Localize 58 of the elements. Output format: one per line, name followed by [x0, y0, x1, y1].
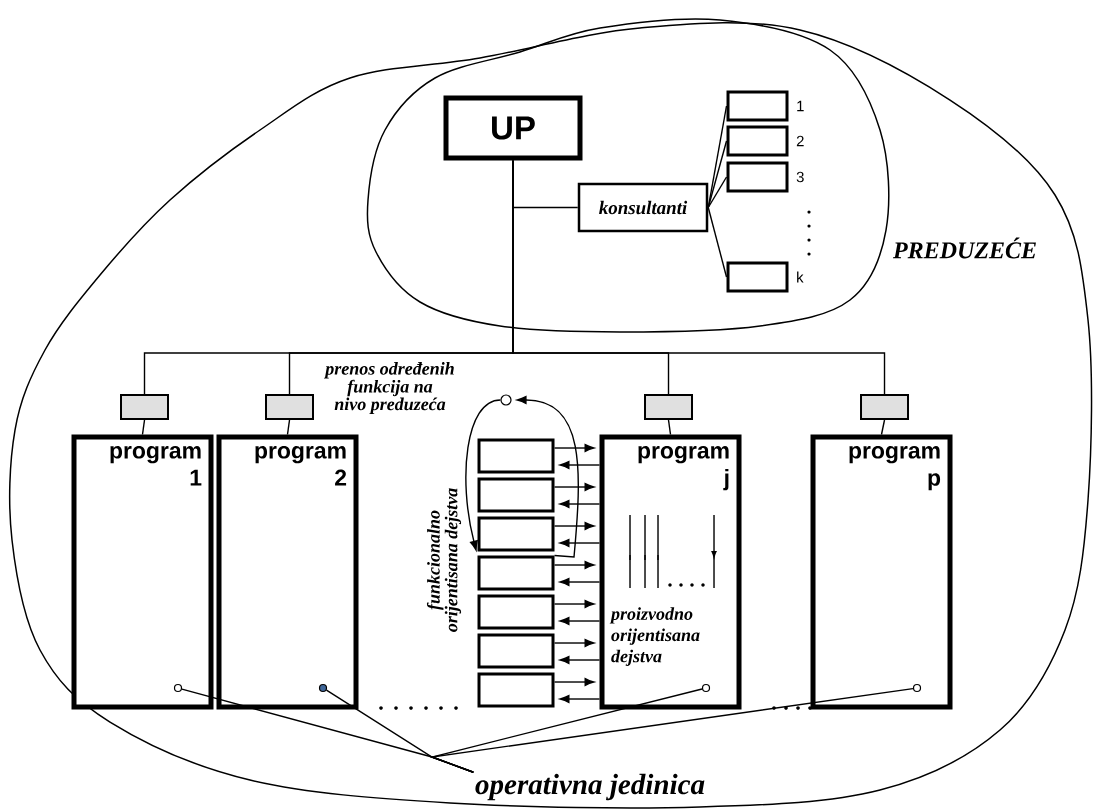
program-box: program 1 [71, 434, 214, 710]
unit-point [173, 683, 183, 693]
number-label: 1 [797, 100, 804, 112]
connector-box [860, 394, 909, 420]
consultant-box [726, 161, 789, 193]
caption-text: prenos određenih funkcija na nivo preduzeća [324, 362, 454, 414]
program-box: program p [810, 434, 953, 710]
arrow [559, 695, 601, 703]
arrow [553, 444, 595, 452]
consultant-box [726, 90, 789, 122]
function-box [477, 633, 555, 669]
unit-point [912, 683, 922, 693]
connector-line [512, 159, 886, 395]
function-box [477, 477, 555, 513]
management-region [366, 18, 890, 333]
arrow [553, 600, 595, 608]
number-label: 2 [796, 135, 804, 147]
unit-point [701, 683, 711, 693]
arrow [559, 617, 601, 625]
consultant-box [726, 261, 789, 293]
connector-line [286, 419, 291, 436]
unit-point [318, 683, 328, 693]
function-box [477, 594, 555, 630]
arrow [559, 539, 601, 547]
connector-box [120, 394, 169, 420]
function-box [477, 672, 555, 708]
arrow [553, 561, 595, 569]
connector-line [707, 140, 728, 209]
arrow [559, 656, 601, 664]
arrow [516, 396, 579, 558]
arrow [465, 399, 502, 551]
unit-caption: operativna jedinica [475, 773, 705, 801]
arrow [553, 639, 595, 647]
function-box [477, 516, 555, 552]
number-label: k [797, 271, 804, 283]
arrow [553, 522, 595, 530]
arrow [553, 483, 595, 491]
connector-line [880, 419, 886, 436]
arrow [553, 678, 595, 686]
connector-box [644, 394, 693, 420]
function-box [477, 438, 555, 474]
rotated-label: funkcionalno orijentisana dejstva [426, 488, 462, 632]
program-box: program 2 [216, 434, 359, 710]
management-box: UP [443, 95, 583, 161]
function-box [477, 555, 555, 591]
leader-line [429, 687, 914, 773]
arrow [559, 500, 601, 508]
arrow [559, 461, 601, 469]
consultants-box: konsultanti [577, 182, 709, 233]
program-box: program j proizvodno orijentisana dejstva [599, 434, 742, 710]
number-label: 3 [796, 171, 804, 183]
consultant-box [726, 125, 789, 157]
connector-line [667, 419, 672, 436]
arrow [559, 578, 601, 586]
connector-box [265, 394, 314, 420]
connector-line [141, 419, 146, 436]
connector-line [707, 176, 728, 209]
connector-line [707, 206, 728, 278]
